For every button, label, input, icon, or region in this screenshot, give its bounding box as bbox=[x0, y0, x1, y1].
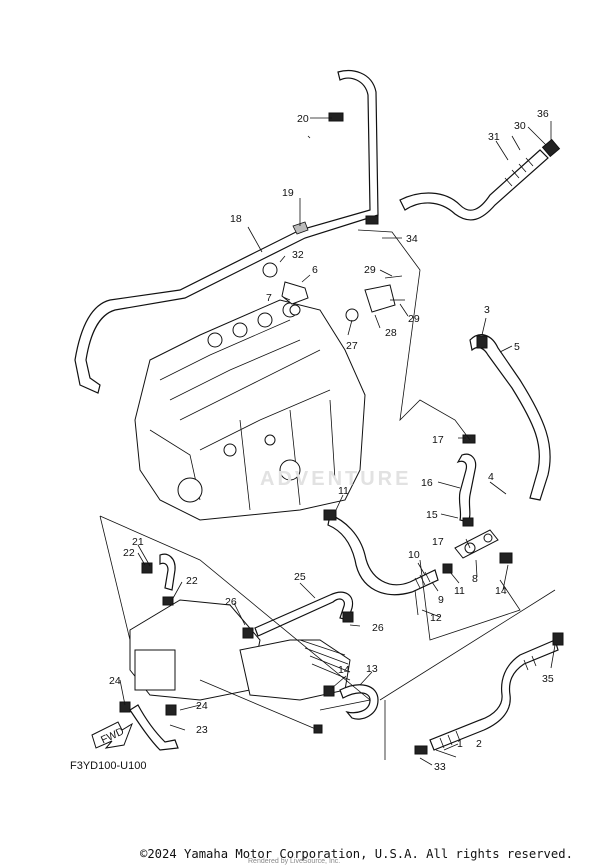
callout-35: 35 bbox=[542, 673, 554, 685]
callout-24b: 24 bbox=[196, 700, 208, 712]
hose-1-2-35 bbox=[414, 632, 564, 755]
callout-30: 30 bbox=[514, 120, 526, 132]
copyright-notice: ©2024 Yamaha Motor Corporation, U.S.A. A… bbox=[140, 847, 573, 861]
callout-11b: 11 bbox=[454, 585, 465, 597]
callout-14a: 14 bbox=[338, 664, 350, 676]
callout-33: 33 bbox=[434, 761, 446, 773]
callout-28: 28 bbox=[385, 327, 397, 339]
callout-27: 27 bbox=[346, 340, 358, 352]
callout-labels: 1 2 3 4 5 6 7 8 9 10 11 11 12 13 14 14 1… bbox=[109, 108, 554, 773]
callout-12: 12 bbox=[430, 612, 442, 624]
callout-14b: 14 bbox=[495, 585, 507, 597]
callout-5: 5 bbox=[514, 341, 520, 353]
callout-19: 19 bbox=[282, 187, 294, 199]
callout-9: 9 bbox=[438, 594, 444, 606]
callout-24a: 24 bbox=[109, 675, 121, 687]
callout-10: 10 bbox=[408, 549, 420, 561]
hose-3-5 bbox=[469, 334, 551, 501]
watermark-text: ADVENTURE bbox=[260, 468, 412, 490]
diagram-code: F3YD100-U100 bbox=[70, 760, 147, 772]
callout-31: 31 bbox=[488, 131, 500, 143]
callout-22a: 22 bbox=[123, 547, 135, 559]
callout-34: 34 bbox=[406, 233, 418, 245]
hose-18-19-20 bbox=[74, 70, 379, 394]
engine-block bbox=[134, 299, 366, 521]
callout-20: 20 bbox=[297, 113, 309, 125]
callout-21: 21 bbox=[132, 536, 144, 548]
callout-25: 25 bbox=[294, 571, 306, 583]
callout-17b: 17 bbox=[432, 536, 444, 548]
leader-lines bbox=[99, 117, 556, 766]
hose-13 bbox=[323, 684, 379, 720]
callout-11a: 11 bbox=[338, 485, 349, 497]
exhaust-assembly bbox=[129, 599, 351, 734]
callout-18: 18 bbox=[230, 213, 242, 225]
callout-15: 15 bbox=[426, 509, 438, 521]
callout-7: 7 bbox=[266, 292, 272, 304]
callout-1: 1 bbox=[457, 738, 463, 750]
joint-8 bbox=[442, 529, 513, 574]
hose-25-26 bbox=[242, 591, 354, 639]
callout-6: 6 bbox=[312, 264, 318, 276]
hose-15-16 bbox=[456, 434, 477, 527]
callout-8: 8 bbox=[472, 573, 478, 585]
callout-13: 13 bbox=[366, 663, 378, 675]
callout-3: 3 bbox=[484, 304, 490, 316]
callout-32: 32 bbox=[292, 249, 304, 261]
callout-36: 36 bbox=[537, 108, 549, 120]
callout-4: 4 bbox=[488, 471, 494, 483]
fwd-arrow: FWD bbox=[91, 721, 133, 749]
callout-29a: 29 bbox=[364, 264, 376, 276]
rendered-by-note: Rendered by LiveSource, Inc. bbox=[248, 858, 341, 865]
hose-30-31 bbox=[365, 138, 561, 225]
callout-2: 2 bbox=[476, 738, 482, 750]
thermostat-fittings bbox=[262, 262, 405, 322]
callout-16: 16 bbox=[421, 477, 433, 489]
callout-23: 23 bbox=[196, 724, 208, 736]
callout-17a: 17 bbox=[432, 434, 444, 446]
callout-29b: 29 bbox=[408, 313, 420, 325]
callout-26b: 26 bbox=[372, 622, 384, 634]
callout-22b: 22 bbox=[186, 575, 198, 587]
hose-21-22-23 bbox=[119, 553, 179, 751]
callout-26a: 26 bbox=[225, 596, 237, 608]
